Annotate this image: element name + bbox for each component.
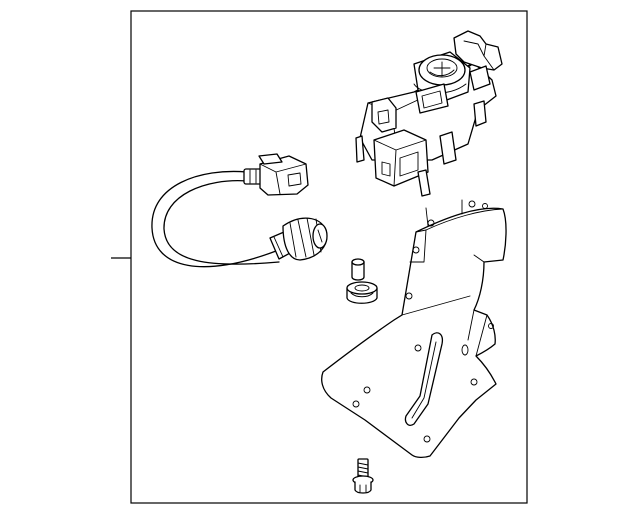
bracket-icon: [321, 199, 507, 459]
bushing-icon: [351, 258, 365, 281]
ignition-switch-icon: [355, 30, 503, 197]
bolt-icon: [352, 458, 374, 494]
grommet-icon: [346, 281, 378, 304]
wire-harness-icon: [151, 153, 328, 268]
